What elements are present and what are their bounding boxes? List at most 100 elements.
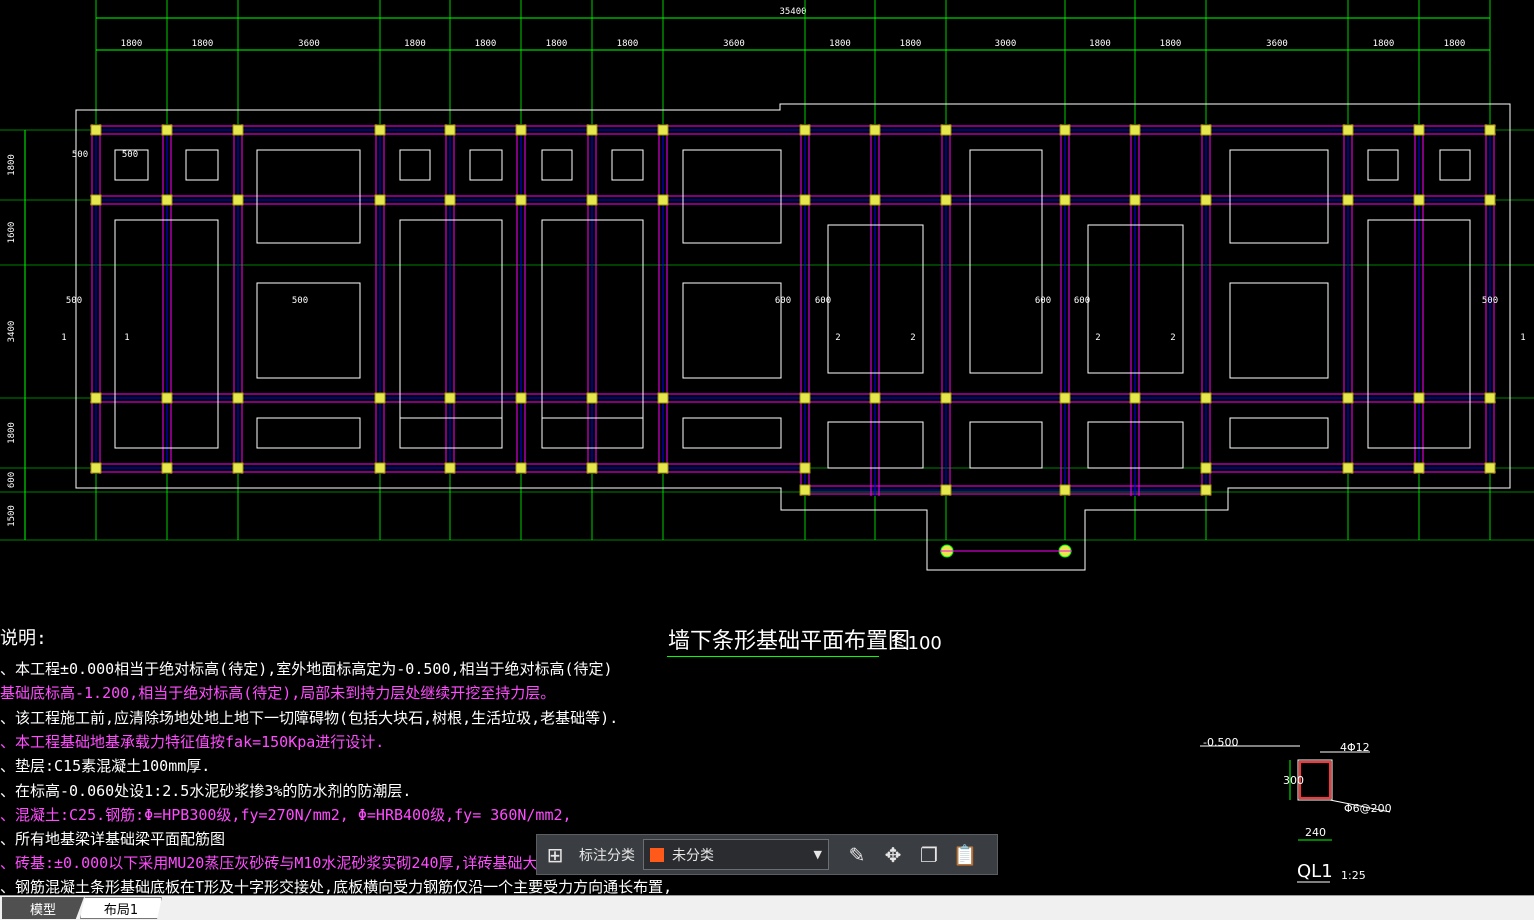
column: [161, 124, 173, 136]
top-dimension: 1800: [404, 39, 426, 49]
room-outline: [969, 149, 1043, 374]
column: [374, 462, 386, 474]
section-dimension: 500: [66, 296, 82, 306]
top-dimension: 1800: [1373, 39, 1395, 49]
column: [799, 462, 811, 474]
chevron-down-icon: ▼: [813, 848, 822, 861]
section-mark: 2: [910, 333, 915, 343]
column: [1413, 194, 1425, 206]
column: [799, 484, 811, 496]
room-outline: [256, 417, 361, 449]
room-outline: [1439, 149, 1471, 181]
top-dimension: 3600: [298, 39, 320, 49]
column: [1342, 392, 1354, 404]
column: [657, 194, 669, 206]
tab-model[interactable]: 模型: [2, 897, 84, 919]
column: [232, 124, 244, 136]
copy-icon[interactable]: ❐: [920, 842, 938, 867]
column: [869, 392, 881, 404]
column: [232, 462, 244, 474]
detail-scale: 1:25: [1341, 869, 1366, 882]
top-dimension: 1800: [475, 39, 497, 49]
room-outline: [1229, 282, 1329, 379]
column: [586, 194, 598, 206]
section-dimension: 600: [815, 296, 831, 306]
column: [161, 462, 173, 474]
detail-top-bar: 4Φ12: [1340, 741, 1370, 754]
column: [869, 124, 881, 136]
move-icon[interactable]: ✥: [884, 842, 902, 867]
detail-elevation: -0.500: [1203, 736, 1239, 749]
column: [1200, 124, 1212, 136]
column: [90, 462, 102, 474]
column: [1413, 124, 1425, 136]
column: [1200, 462, 1212, 474]
room-outline: [469, 149, 503, 181]
column: [444, 392, 456, 404]
top-dimension: 1800: [1089, 39, 1111, 49]
column: [657, 124, 669, 136]
left-dimension: 1800: [7, 422, 17, 444]
annotation-category-dropdown[interactable]: 未分类 ▼: [643, 839, 829, 870]
left-dimension: 1800: [7, 154, 17, 176]
drawing-scale: 1:100: [890, 633, 942, 654]
column: [1342, 194, 1354, 206]
note-line: 、所有地基梁详基础梁平面配筋图: [0, 830, 226, 848]
tab-layout1[interactable]: 布局1: [80, 897, 162, 919]
grid-apps-icon[interactable]: ⊞: [546, 842, 564, 867]
room-outline: [1367, 149, 1399, 181]
room-outline: [682, 149, 782, 244]
column: [940, 392, 952, 404]
note-line: 、混凝土:C25.钢筋:Φ=HPB300级,fy=270N/mm2, Φ=HRB…: [0, 806, 572, 824]
column: [515, 124, 527, 136]
paste-icon[interactable]: 📋: [952, 842, 978, 867]
detail-leader: [1329, 799, 1391, 813]
room-outline: [114, 219, 219, 449]
column: [1059, 124, 1071, 136]
left-dimension: 3400: [7, 321, 17, 343]
column: [444, 194, 456, 206]
column: [232, 194, 244, 206]
column: [161, 194, 173, 206]
room-outline: [827, 224, 924, 374]
edit-icon[interactable]: ✎: [848, 842, 866, 867]
column: [1059, 392, 1071, 404]
section-dimension: 500: [72, 150, 88, 160]
column: [799, 124, 811, 136]
column: [1129, 124, 1141, 136]
column: [90, 194, 102, 206]
section-mark: 2: [1170, 333, 1175, 343]
column: [1200, 194, 1212, 206]
room-outline: [256, 282, 361, 379]
room-outline: [1087, 224, 1184, 374]
left-dimension: 1600: [7, 222, 17, 244]
column: [374, 194, 386, 206]
column: [940, 194, 952, 206]
room-outline: [682, 417, 782, 449]
section-dimension: 500: [122, 150, 138, 160]
room-outline: [399, 149, 431, 181]
section-dimension: 600: [775, 296, 791, 306]
room-outline: [541, 149, 573, 181]
notes-heading: 说明:: [0, 628, 47, 649]
room-outline: [1367, 219, 1471, 449]
column: [1059, 484, 1071, 496]
overall-dimension: 35400: [779, 7, 806, 17]
column: [1484, 462, 1496, 474]
column: [1059, 194, 1071, 206]
top-dimension: 1800: [617, 39, 639, 49]
annotation-toolbar: ⊞ 标注分类 未分类 ▼ ✎ ✥ ❐ 📋: [536, 834, 998, 875]
column: [1342, 462, 1354, 474]
top-dimension: 1800: [546, 39, 568, 49]
section-dimension: 600: [1074, 296, 1090, 306]
detail-width: 240: [1305, 826, 1326, 839]
column: [586, 462, 598, 474]
column: [1200, 484, 1212, 496]
room-outline: [185, 149, 219, 181]
layout-tabs: 模型 布局1: [0, 895, 1534, 920]
top-dimension: 1800: [900, 39, 922, 49]
note-line: 、该工程施工前,应清除场地处地上地下一切障碍物(包括大块石,树根,生活垃圾,老基…: [0, 709, 619, 727]
note-line: 、钢筋混凝土条形基础底板在T形及十字形交接处,底板横向受力钢筋仅沿一个主要受力方…: [0, 878, 673, 896]
